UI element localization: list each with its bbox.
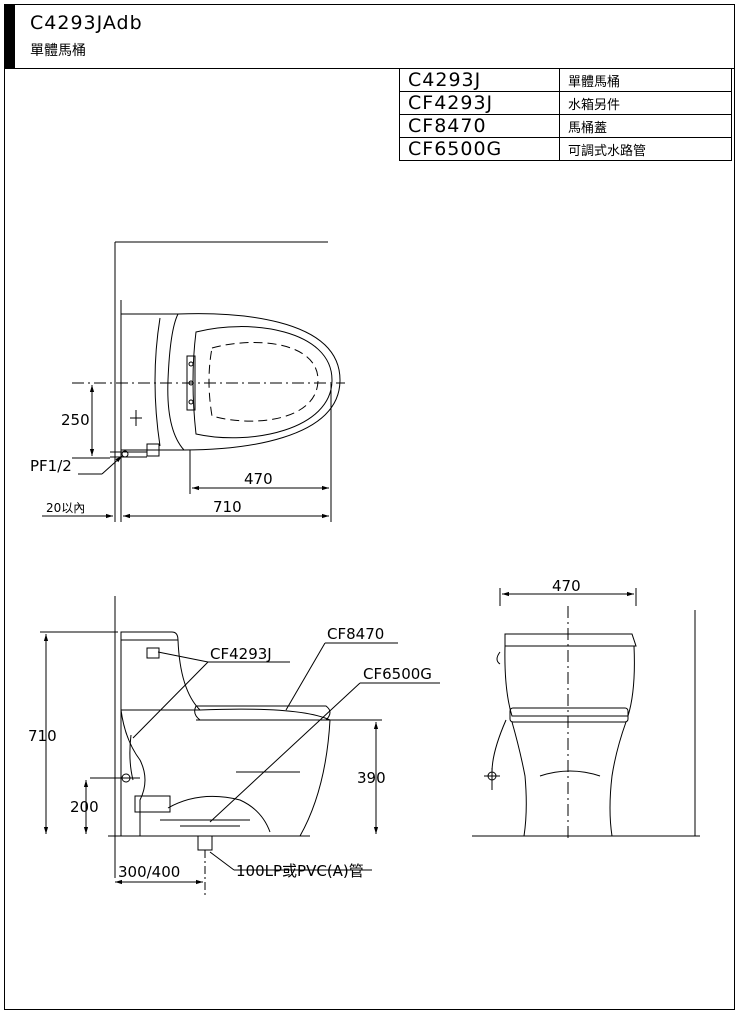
part-desc: 單體馬桶 [559, 68, 732, 92]
top-dim-20: 20以內 [46, 501, 85, 515]
parts-row: CF6500G 可調式水路管 [399, 137, 732, 161]
part-code: CF6500G [399, 137, 560, 161]
top-view: 250 PF1/2 470 710 20以內 [30, 241, 345, 522]
top-dim-470: 470 [244, 470, 273, 488]
model-number: C4293JAdb [30, 12, 143, 34]
part-desc: 馬桶蓋 [559, 114, 732, 138]
side-dim-200: 200 [70, 798, 99, 816]
callout-hose: CF6500G [363, 665, 432, 683]
callout-seat: CF8470 [327, 625, 384, 643]
part-desc: 水箱另件 [559, 91, 732, 115]
header-bar [5, 5, 15, 68]
front-view: 470 [472, 577, 700, 840]
drain-pipe-label: 100LP或PVC(A)管 [236, 862, 364, 880]
parts-row: CF4293J 水箱另件 [399, 91, 732, 115]
side-view: 710 200 390 300/400 CF4293J CF8470 CF650… [28, 596, 440, 896]
callout-tank-fittings: CF4293J [210, 645, 272, 663]
side-dim-390: 390 [357, 769, 386, 787]
side-dim-300-400: 300/400 [118, 863, 180, 881]
pipe-spec-label: PF1/2 [30, 457, 72, 475]
drawing-frame [4, 4, 735, 1010]
side-dim-710: 710 [28, 727, 57, 745]
top-dim-710: 710 [213, 498, 242, 516]
model-subtitle: 單體馬桶 [30, 43, 86, 59]
header-divider [5, 68, 735, 69]
parts-row: C4293J 單體馬桶 [399, 68, 732, 92]
front-dim-470: 470 [552, 577, 581, 595]
top-dim-250: 250 [61, 411, 90, 429]
part-desc: 可調式水路管 [559, 137, 732, 161]
parts-table: C4293J 單體馬桶 CF4293J 水箱另件 CF8470 馬桶蓋 CF65… [399, 68, 732, 161]
